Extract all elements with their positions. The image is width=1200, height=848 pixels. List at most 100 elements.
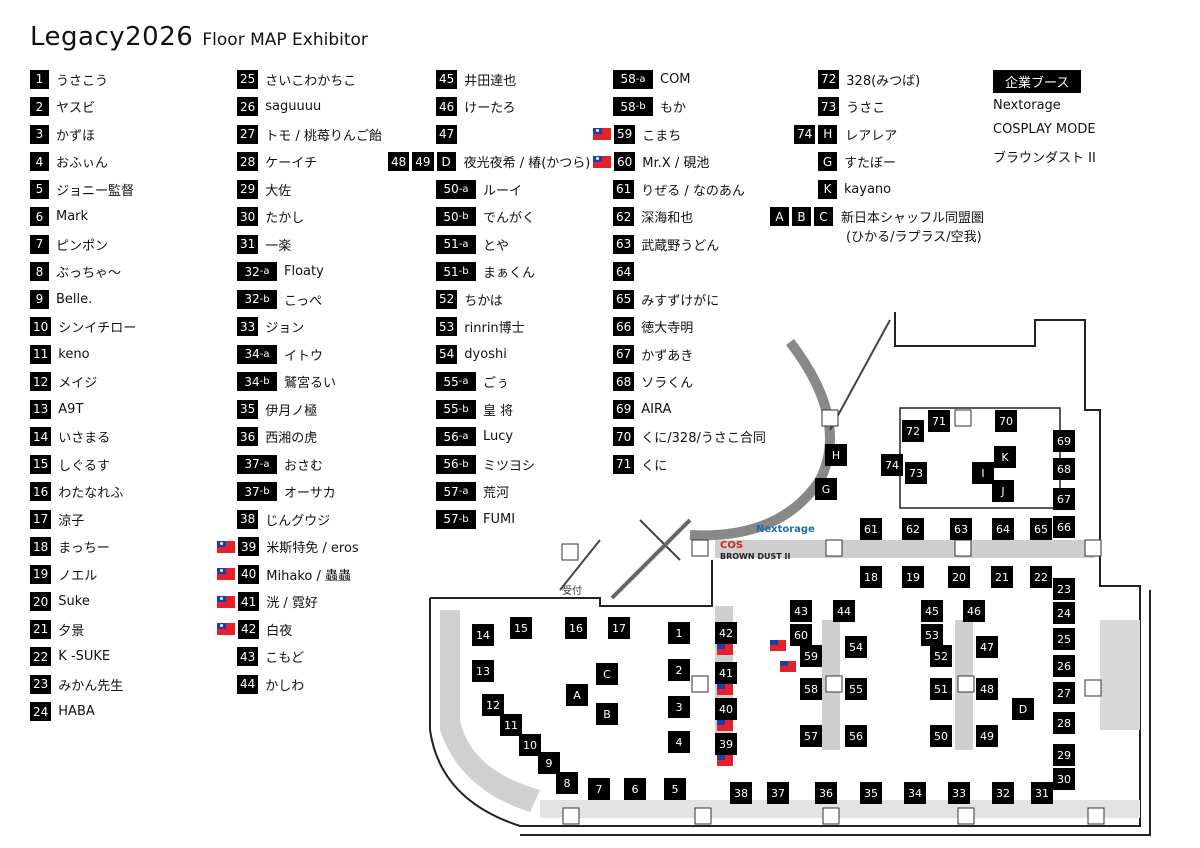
booth-marker[interactable]: 22 xyxy=(1030,566,1052,588)
booth-marker[interactable]: 71 xyxy=(928,410,950,432)
booth-marker[interactable]: 56 xyxy=(845,725,867,747)
booth-marker[interactable]: 13 xyxy=(472,660,494,682)
booth-marker[interactable]: 53 xyxy=(921,624,943,646)
booth-marker[interactable]: A xyxy=(566,684,588,706)
booth-marker[interactable]: 31 xyxy=(1031,782,1053,804)
booth-marker[interactable]: 30 xyxy=(1053,768,1075,790)
booth-marker[interactable]: 46 xyxy=(963,600,985,622)
booth-marker[interactable]: 28 xyxy=(1053,712,1075,734)
booth-marker[interactable]: 25 xyxy=(1053,628,1075,650)
booth-marker[interactable]: 6 xyxy=(624,778,646,800)
booth-marker[interactable]: 36 xyxy=(815,782,837,804)
booth-marker[interactable]: 18 xyxy=(860,566,882,588)
booth-marker[interactable]: 4 xyxy=(668,731,690,753)
booth-marker[interactable]: 63 xyxy=(950,518,972,540)
booth-marker[interactable]: C xyxy=(596,663,618,685)
booth-marker[interactable]: 2 xyxy=(668,659,690,681)
booth-marker[interactable]: 34 xyxy=(904,782,926,804)
booth-marker[interactable]: 49 xyxy=(976,725,998,747)
booth-marker[interactable]: 26 xyxy=(1053,655,1075,677)
exhibitor-name: みすずけがに xyxy=(641,293,720,309)
booth-marker[interactable]: 40 xyxy=(715,698,737,720)
booth-marker[interactable]: 23 xyxy=(1053,578,1075,600)
corporate-heading: 企業ブース xyxy=(993,70,1082,93)
booth-number-badge: 19 xyxy=(30,564,52,584)
booth-marker[interactable]: 47 xyxy=(976,636,998,658)
booth-marker[interactable]: 45 xyxy=(921,600,943,622)
booth-marker[interactable]: 29 xyxy=(1053,744,1075,766)
booth-marker[interactable]: 74 xyxy=(881,454,903,476)
booth-marker[interactable]: 41 xyxy=(715,662,737,684)
booth-marker[interactable]: B xyxy=(596,703,618,725)
booth-marker[interactable]: 68 xyxy=(1053,458,1075,480)
booth-marker[interactable]: 33 xyxy=(948,782,970,804)
booth-number-badge: 53 xyxy=(436,317,458,336)
booth-marker[interactable]: 70 xyxy=(995,410,1017,432)
booth-marker[interactable]: D xyxy=(1012,698,1034,720)
booth-marker[interactable]: 9 xyxy=(538,752,560,774)
booth-marker[interactable]: 8 xyxy=(556,772,578,794)
booth-marker[interactable]: 35 xyxy=(860,782,882,804)
booth-number-badge: 42 xyxy=(238,619,260,639)
booth-marker[interactable]: 58 xyxy=(800,678,822,700)
booth-marker[interactable]: 32 xyxy=(992,782,1014,804)
booth-marker[interactable]: 61 xyxy=(860,518,882,540)
booth-marker[interactable]: 21 xyxy=(991,566,1013,588)
exhibitor-name: 西湘の虎 xyxy=(265,431,318,446)
booth-marker[interactable]: 39 xyxy=(715,733,737,755)
exhibitor-name: Mr.X / 硯池 xyxy=(642,156,710,171)
booth-marker[interactable]: 44 xyxy=(833,600,855,622)
booth-marker[interactable]: 57 xyxy=(800,725,822,747)
booth-marker[interactable]: G xyxy=(815,478,837,500)
booth-marker[interactable]: 12 xyxy=(482,694,504,716)
booth-suffix: -a xyxy=(458,376,469,387)
booth-marker[interactable]: 5 xyxy=(664,778,686,800)
booth-marker[interactable]: 43 xyxy=(790,600,812,622)
booth-marker[interactable]: 14 xyxy=(472,624,494,646)
booth-marker[interactable]: 27 xyxy=(1053,682,1075,704)
booth-suffix: -a xyxy=(458,183,469,195)
booth-marker[interactable]: 55 xyxy=(845,678,867,700)
booth-marker[interactable]: 62 xyxy=(902,518,924,540)
booth-marker[interactable]: 17 xyxy=(608,617,630,639)
booth-marker[interactable]: 3 xyxy=(668,696,690,718)
booth-marker[interactable]: 10 xyxy=(519,734,541,756)
booth-marker[interactable]: 15 xyxy=(510,617,532,639)
booth-marker[interactable]: 1 xyxy=(668,622,690,644)
booth-marker[interactable]: 65 xyxy=(1030,518,1052,540)
booth-marker[interactable]: 67 xyxy=(1053,488,1075,510)
booth-marker[interactable]: J xyxy=(992,480,1014,502)
booth-marker[interactable]: 19 xyxy=(902,566,924,588)
booth-marker[interactable]: 73 xyxy=(905,462,927,484)
booth-marker[interactable]: 24 xyxy=(1053,602,1075,624)
booth-marker[interactable]: 7 xyxy=(588,778,610,800)
booth-marker[interactable]: 50 xyxy=(930,725,952,747)
booth-marker[interactable]: 64 xyxy=(992,518,1014,540)
booth-marker[interactable]: 54 xyxy=(845,636,867,658)
booth-marker[interactable]: 51 xyxy=(930,678,952,700)
booth-marker[interactable]: 20 xyxy=(948,566,970,588)
booth-marker[interactable]: H xyxy=(825,444,847,466)
booth-marker[interactable]: 52 xyxy=(930,645,952,667)
booth-marker[interactable]: 69 xyxy=(1053,430,1075,452)
exhibitor-name: 夕景 xyxy=(58,623,85,639)
booth-marker[interactable]: 11 xyxy=(500,714,522,736)
booth-marker[interactable]: 72 xyxy=(902,420,924,442)
booth-marker[interactable]: 42 xyxy=(715,622,737,644)
booth-marker[interactable]: I xyxy=(972,462,994,484)
booth-marker[interactable]: 66 xyxy=(1053,516,1075,538)
booth-number-badge: 39 xyxy=(238,537,260,556)
booth-marker[interactable]: K xyxy=(994,446,1016,468)
booth-marker[interactable]: 37 xyxy=(767,782,789,804)
booth-marker[interactable]: 59 xyxy=(800,645,822,667)
booth-marker[interactable]: 16 xyxy=(565,617,587,639)
booth-marker[interactable]: 48 xyxy=(976,678,998,700)
booth-marker[interactable]: 60 xyxy=(790,624,812,646)
booth-marker[interactable]: 38 xyxy=(730,782,752,804)
